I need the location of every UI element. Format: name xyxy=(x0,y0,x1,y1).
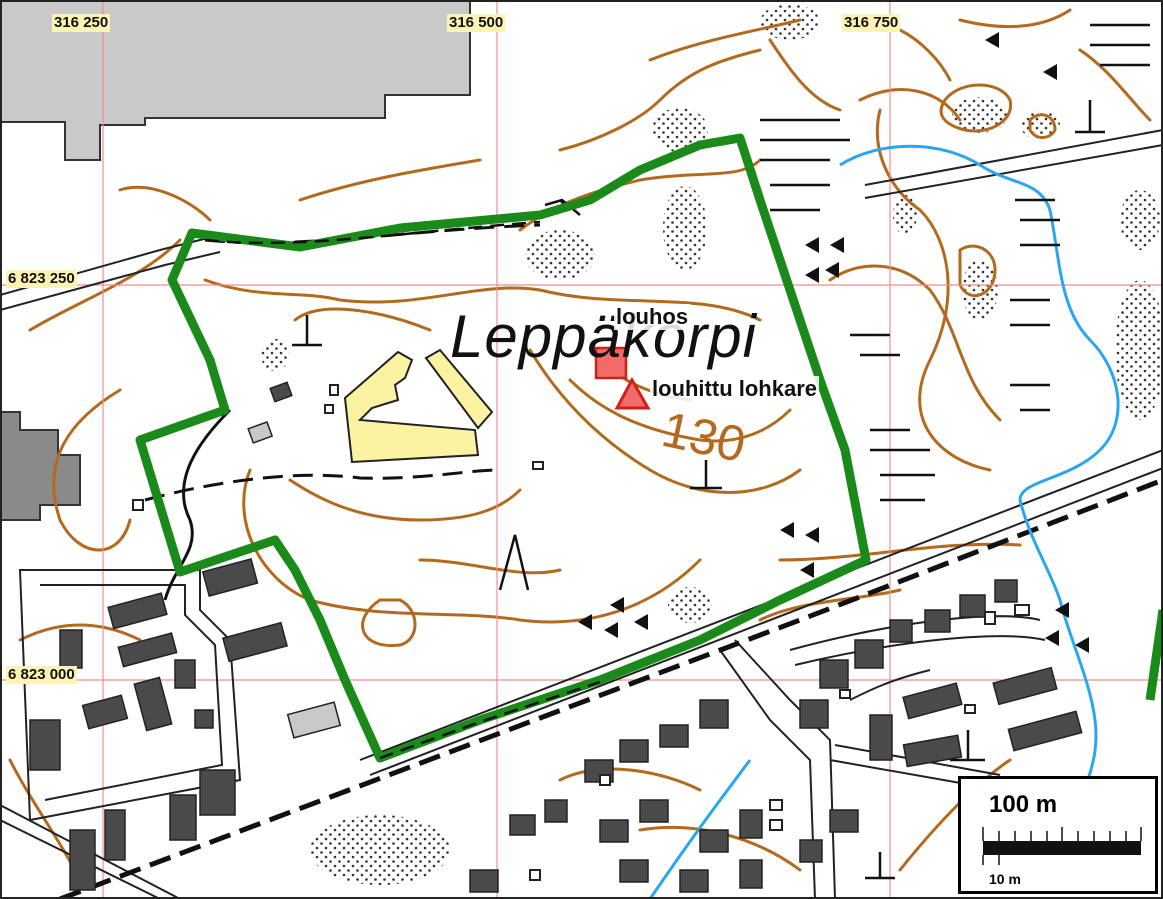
place-name-label: Leppäkorpi xyxy=(450,303,757,370)
boulder-symbols xyxy=(578,32,1089,653)
roads xyxy=(0,129,1163,899)
streams xyxy=(648,144,1120,899)
scale-minor-label: 10 m xyxy=(989,871,1021,887)
feature-markers[interactable] xyxy=(594,346,651,410)
railway xyxy=(59,477,1163,899)
boulder-label: louhittu lohkare xyxy=(650,376,819,402)
stony-ground-areas xyxy=(261,4,1163,885)
industrial-buildings xyxy=(0,0,471,521)
cliff-symbols xyxy=(292,100,1105,880)
small-structures xyxy=(132,384,1030,881)
small-buildings xyxy=(29,381,1083,893)
red-square-icon[interactable] xyxy=(594,346,628,380)
contour-lines xyxy=(8,8,1152,882)
quarry-label: louhos xyxy=(614,304,691,330)
northing-label-6823250: 6 823 250 xyxy=(6,270,77,288)
easting-label-316250: 316 250 xyxy=(52,14,111,32)
red-triangle-icon[interactable] xyxy=(614,376,651,410)
easting-label-316500: 316 500 xyxy=(447,14,506,32)
northing-label-6823000: 6 823 000 xyxy=(6,666,77,684)
marsh-areas xyxy=(760,23,1150,502)
scale-main-label: 100 m xyxy=(989,791,1058,818)
sand-areas xyxy=(343,348,494,464)
scale-ruler xyxy=(982,827,1142,865)
easting-label-316750: 316 750 xyxy=(842,14,901,32)
boundary-path-overlay xyxy=(204,220,601,760)
scale-bar: 100 m 10 m xyxy=(958,776,1158,894)
area-boundary[interactable] xyxy=(135,133,1163,763)
